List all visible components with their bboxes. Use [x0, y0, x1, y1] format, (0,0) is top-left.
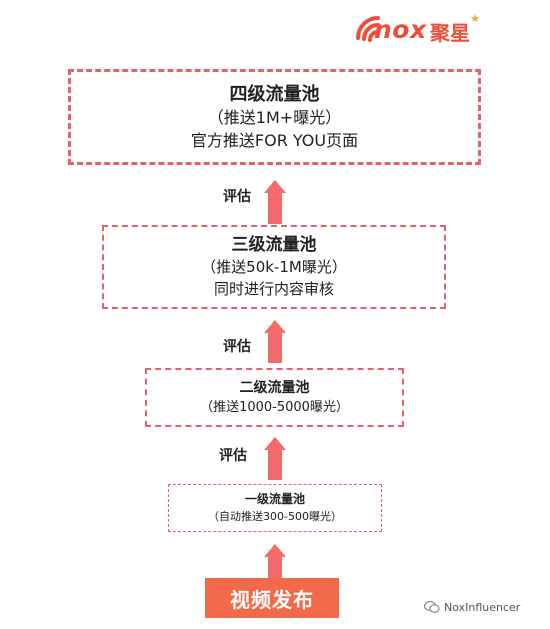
up-arrow-icon	[264, 437, 286, 480]
up-arrow-icon	[264, 320, 286, 363]
pool-level-2: 二级流量池 （推送1000-5000曝光）	[145, 368, 404, 427]
pool-title: 二级流量池	[239, 379, 310, 396]
wifi-signal-icon	[356, 16, 380, 42]
pool-detail: （推送1000-5000曝光）	[200, 399, 349, 415]
pool-title: 三级流量池	[231, 235, 317, 255]
pool-note: 官方推送FOR YOU页面	[190, 130, 359, 150]
evaluate-label: 评估	[223, 339, 251, 355]
evaluate-label: 评估	[223, 189, 251, 205]
pool-detail: （推送1M+曝光）	[207, 107, 342, 127]
up-arrow-icon	[264, 180, 286, 224]
pool-detail: （推送50k-1M曝光）	[201, 258, 347, 276]
evaluate-label: 评估	[219, 448, 247, 464]
wechat-icon	[424, 600, 440, 613]
logo-brand: nox	[374, 15, 427, 44]
pool-level-1: 一级流量池 （自动推送300-500曝光）	[168, 484, 382, 532]
pool-detail: （自动推送300-500曝光）	[208, 510, 342, 523]
pool-title: 一级流量池	[244, 492, 305, 506]
video-publish-block: 视频发布	[205, 578, 339, 618]
pool-level-3: 三级流量池 （推送50k-1M曝光） 同时进行内容审核	[102, 225, 446, 309]
pool-note: 同时进行内容审核	[213, 280, 334, 298]
watermark-text: NoxInfluencer	[444, 600, 521, 614]
pool-title: 四级流量池	[229, 83, 320, 105]
star-icon: ★	[470, 12, 480, 25]
watermark: NoxInfluencer	[424, 600, 520, 614]
logo-brand-cn: 聚星	[430, 21, 470, 45]
pool-level-4: 四级流量池 （推送1M+曝光） 官方推送FOR YOU页面	[68, 69, 481, 165]
nox-logo: nox 聚星 ★	[352, 8, 482, 48]
